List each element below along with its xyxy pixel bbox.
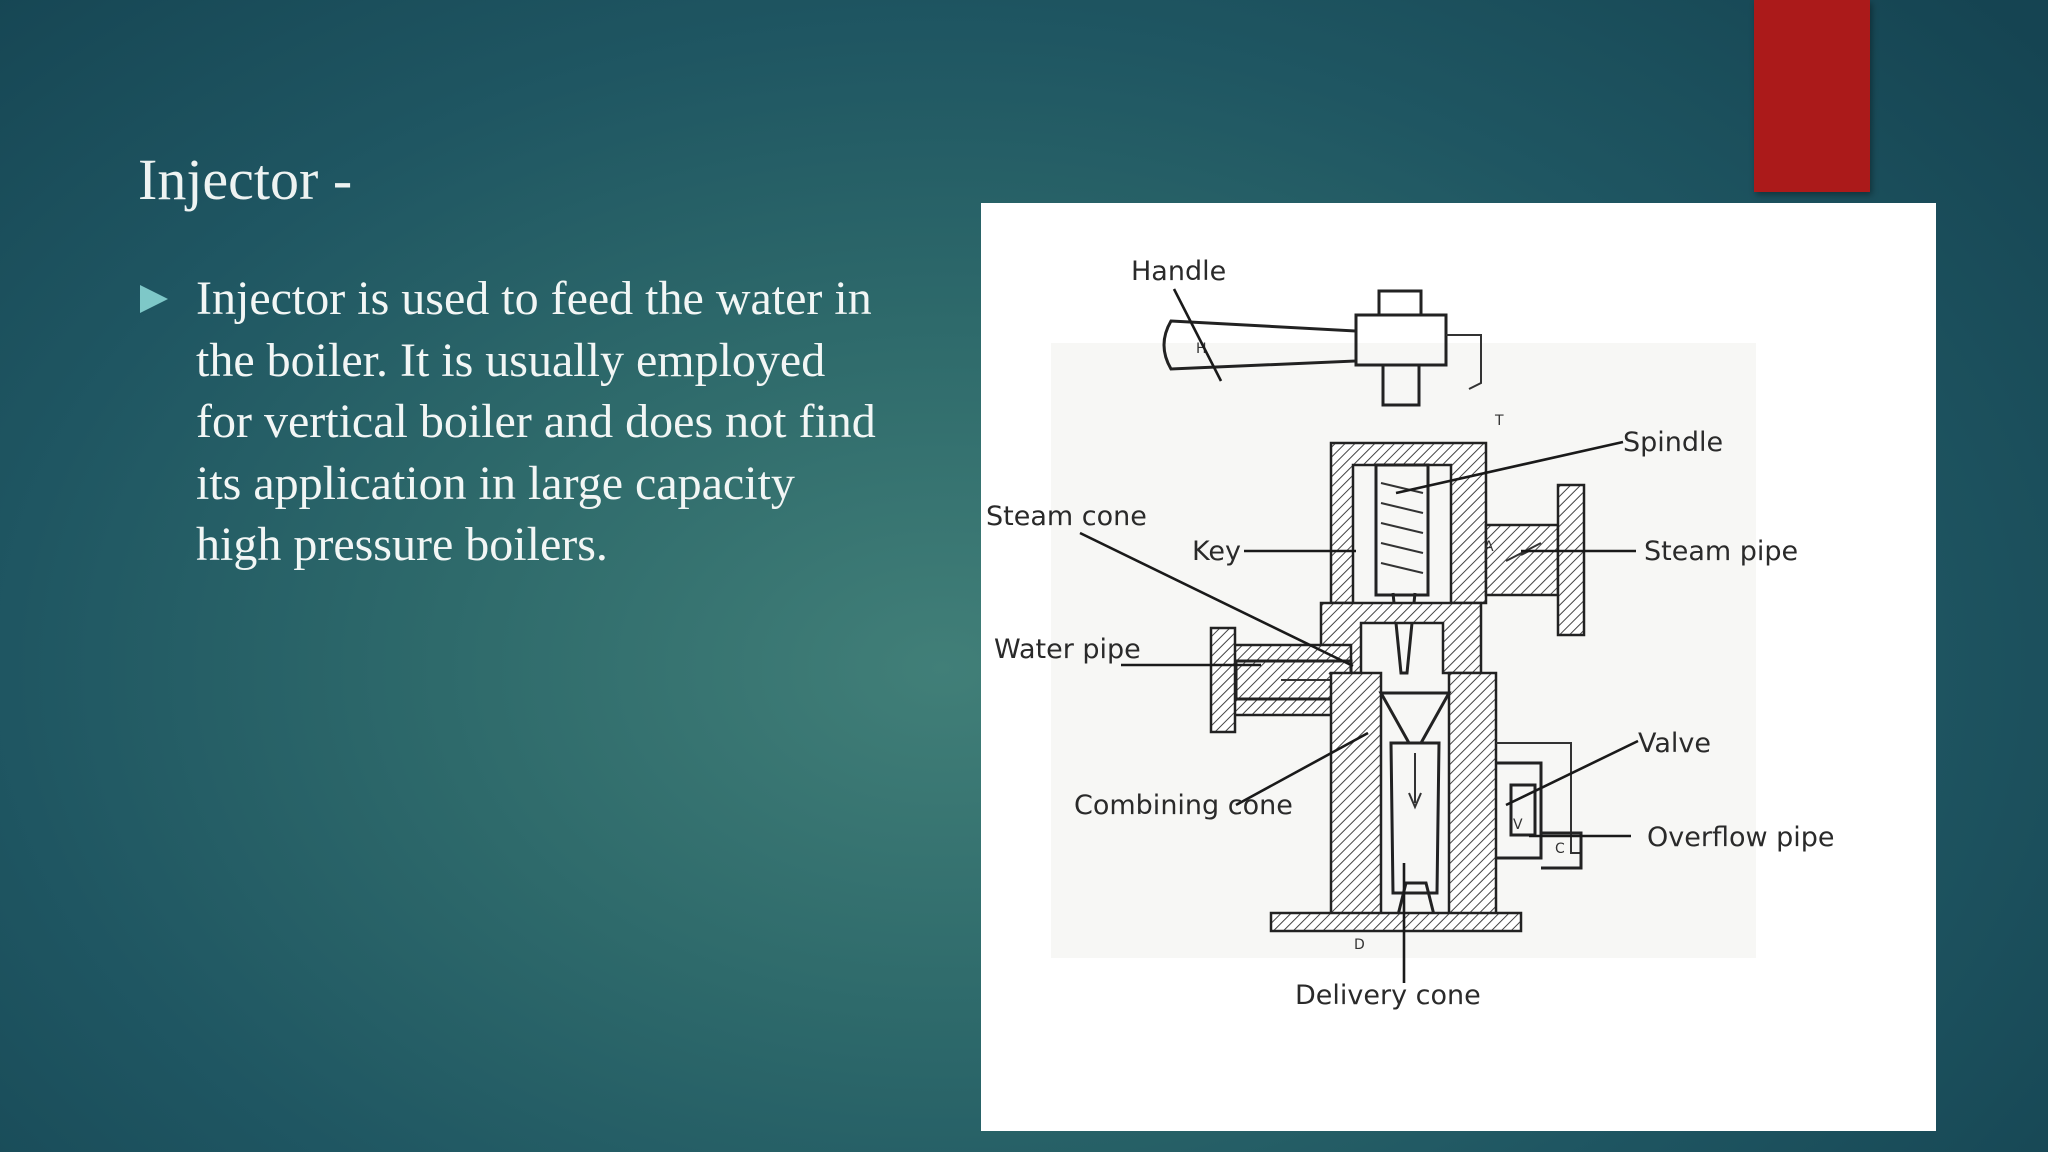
- bullet-list: Injector is used to feed the water in th…: [138, 268, 878, 576]
- slide-title: Injector -: [138, 147, 353, 212]
- label-water-pipe: Water pipe: [994, 634, 1141, 665]
- label-overflow-pipe: Overflow pipe: [1647, 822, 1835, 853]
- overflow-valve-part: V C: [1496, 742, 1583, 870]
- handle-leader: [1172, 288, 1223, 382]
- accent-bar: [1754, 0, 1870, 192]
- part-letter-d: D: [1354, 937, 1365, 953]
- label-key: Key: [1192, 536, 1241, 567]
- injector-diagram: H T A: [981, 203, 1936, 1131]
- steam-cone-leader: [1079, 531, 1354, 668]
- part-letter-c: C: [1555, 841, 1565, 857]
- water-pipe-part: [1209, 601, 1483, 734]
- combining-cone-leader: [1235, 731, 1369, 807]
- label-steam-cone: Steam cone: [986, 501, 1147, 532]
- lower-body-part: D: [1269, 671, 1523, 953]
- bullet-text: Injector is used to feed the water in th…: [196, 272, 876, 571]
- label-valve: Valve: [1638, 728, 1711, 759]
- part-letter-h: H: [1196, 341, 1207, 357]
- part-letter-t: T: [1494, 413, 1504, 429]
- label-spindle: Spindle: [1623, 427, 1723, 458]
- triangle-bullet-icon: [140, 285, 168, 313]
- steam-pipe-part: A: [1484, 483, 1586, 637]
- label-delivery-cone: Delivery cone: [1295, 980, 1481, 1011]
- part-letter-v: V: [1513, 817, 1523, 833]
- valve-leader: [1505, 739, 1639, 807]
- upper-body-part: [1329, 441, 1488, 675]
- bullet-item: Injector is used to feed the water in th…: [138, 268, 878, 576]
- spindle-part: [1381, 363, 1421, 407]
- label-handle: Handle: [1131, 256, 1226, 287]
- label-steam-pipe: Steam pipe: [1644, 536, 1798, 567]
- label-combining-cone: Combining cone: [1074, 790, 1293, 821]
- spindle-leader: [1395, 440, 1624, 495]
- part-letter-a: A: [1484, 539, 1494, 555]
